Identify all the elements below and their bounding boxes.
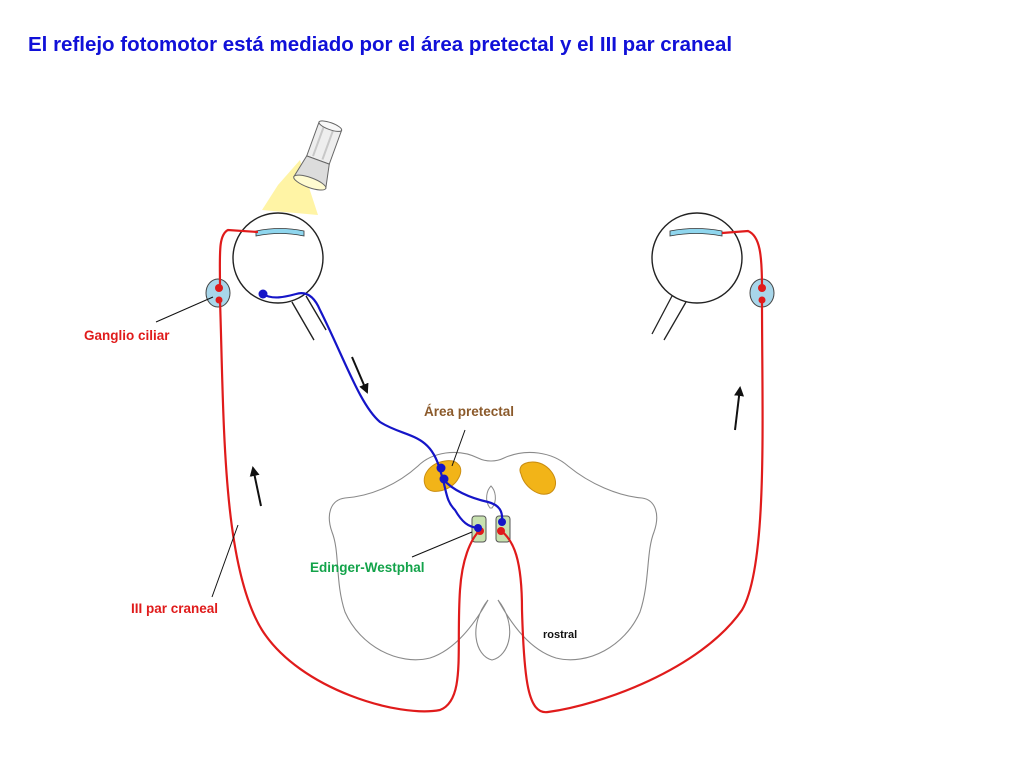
label-pretectal-area: Área pretectal: [424, 404, 514, 419]
right-optic-nerve-sheath: [651, 295, 687, 341]
eye-icon: [232, 212, 327, 341]
label-rostral: rostral: [543, 629, 577, 641]
leader-oculomotor-nerve: [211, 524, 239, 598]
pretectal-area-right: [519, 461, 557, 495]
oculomotor-pathway: [218, 228, 764, 714]
arrow-icon: [351, 356, 369, 394]
label-oculomotor-nerve: III par craneal: [131, 601, 218, 616]
leader-pretectal-area: [451, 429, 466, 467]
optic-neuron-dots: [258, 289, 506, 532]
arrow-icon: [734, 386, 745, 431]
leader-ciliary-ganglion: [155, 296, 214, 323]
right-cornea: [669, 228, 723, 237]
oculomotor-neuron-dots: [215, 284, 766, 535]
ciliary-ganglion-left: [205, 278, 231, 308]
flashlight-icon: [262, 120, 343, 215]
left-cornea: [255, 228, 305, 237]
eye-icon: [651, 212, 743, 341]
optic-pathway: [262, 292, 504, 530]
leader-edinger-westphal: [411, 531, 473, 558]
right-eyeball: [651, 212, 743, 304]
left-eyeball: [232, 212, 324, 304]
label-edinger-westphal: Edinger-Westphal: [310, 560, 425, 575]
label-ciliary-ganglion: Ganglio ciliar: [84, 328, 170, 343]
slide-title: El reflejo fotomotor está mediado por el…: [28, 33, 733, 56]
midbrain-section: [328, 451, 658, 661]
midbrain-outline: [328, 451, 658, 661]
arrow-icon: [249, 466, 262, 507]
